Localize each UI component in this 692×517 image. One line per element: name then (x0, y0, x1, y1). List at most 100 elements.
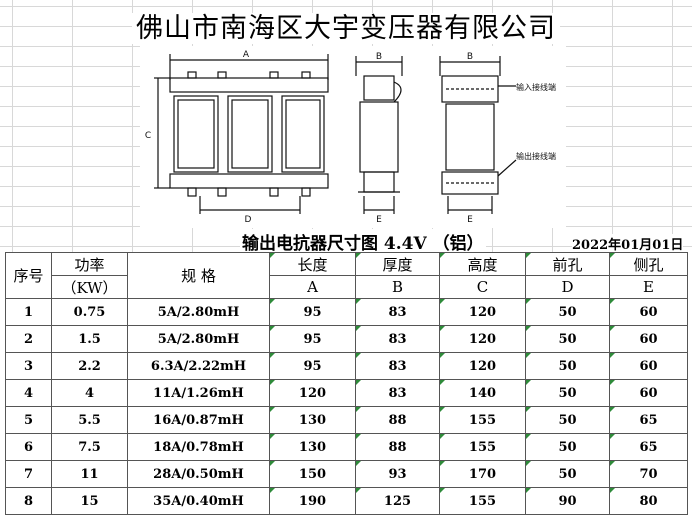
cell-thickness: 83 (355, 325, 440, 353)
cell-side-hole: 60 (609, 298, 688, 326)
cell-length: 95 (269, 325, 356, 353)
header-power-unit: （KW） (51, 275, 128, 299)
cell-front-hole: 50 (525, 460, 610, 488)
reactor-drawing: A C D B E B E 输入接线端 输出接线端 (140, 46, 566, 228)
table-row: 5 5.5 16A/0.87mH 130 88 155 50 65 (5, 406, 688, 434)
header-thickness: 厚度 (355, 252, 440, 276)
cell-thickness: 88 (355, 433, 440, 461)
cell-length: 130 (269, 406, 356, 434)
reactor-dimension-diagram: A C D B E B E 输入接线端 输出接线端 (145, 50, 556, 225)
header-front-hole: 前孔 (525, 252, 610, 276)
cell-power: 4 (51, 379, 128, 407)
company-name: 佛山市南海区大宇变压器有限公司 (132, 13, 560, 44)
header-thickness-unit: B (355, 275, 440, 299)
dim-d-label: D (245, 215, 252, 225)
cell-index: 6 (5, 433, 52, 461)
header-front-hole-unit: D (525, 275, 610, 299)
table-title: 输出电抗器尺寸图 4.4V （铝） (240, 229, 486, 254)
cell-height: 155 (439, 406, 526, 434)
side-top-clamp (363, 75, 395, 101)
cell-index: 8 (5, 487, 52, 515)
side-bottom-clamp (363, 171, 395, 193)
header-length-unit: A (269, 275, 356, 299)
cell-side-hole: 65 (609, 406, 688, 434)
cell-power: 0.75 (51, 298, 128, 326)
dim-b-side-label: B (376, 52, 382, 62)
cell-power: 7.5 (51, 433, 128, 461)
top-bolt-2 (217, 71, 227, 79)
cell-height: 155 (439, 487, 526, 515)
cell-index: 7 (5, 460, 52, 488)
cell-power: 1.5 (51, 325, 128, 353)
cell-front-hole: 50 (525, 325, 610, 353)
dim-c-label: C (145, 131, 151, 141)
cell-height: 120 (439, 298, 526, 326)
table-row: 7 11 28A/0.50mH 150 93 170 50 70 (5, 460, 688, 488)
top-bolt-1 (187, 71, 197, 79)
coil-left-inner (177, 99, 215, 169)
cell-power: 2.2 (51, 352, 128, 380)
top-bolt-3 (269, 71, 279, 79)
cell-index: 2 (5, 325, 52, 353)
output-terminal-label: 输出接线端 (516, 151, 556, 161)
top-clamp (169, 77, 329, 93)
cell-spec: 5A/2.80mH (127, 325, 270, 353)
cell-length: 190 (269, 487, 356, 515)
cell-front-hole: 50 (525, 298, 610, 326)
cell-spec: 5A/2.80mH (127, 298, 270, 326)
cell-front-hole: 50 (525, 433, 610, 461)
bottom-bolt-4 (301, 187, 311, 197)
cell-index: 4 (5, 379, 52, 407)
cell-side-hole: 60 (609, 352, 688, 380)
cell-power: 11 (51, 460, 128, 488)
cell-height: 140 (439, 379, 526, 407)
header-side-hole-unit: E (609, 275, 688, 299)
table-row: 8 15 35A/0.40mH 190 125 155 90 80 (5, 487, 688, 515)
coil-middle (227, 95, 273, 173)
coil-middle-inner (231, 99, 269, 169)
cell-spec: 18A/0.78mH (127, 433, 270, 461)
cell-thickness: 93 (355, 460, 440, 488)
bottom-clamp (169, 173, 329, 189)
header-height: 高度 (439, 252, 526, 276)
reactor-spec-table: 序号 功率 规 格 长度 厚度 高度 前孔 侧孔 （KW） A B C D E … (5, 252, 688, 515)
table-row: 4 4 11A/1.26mH 120 83 140 50 60 (5, 379, 688, 407)
header-spec: 规 格 (127, 252, 270, 299)
cell-front-hole: 50 (525, 406, 610, 434)
cell-spec: 16A/0.87mH (127, 406, 270, 434)
dim-a-label: A (243, 50, 250, 60)
header-index: 序号 (5, 252, 52, 299)
cell-front-hole: 90 (525, 487, 610, 515)
header-height-unit: C (439, 275, 526, 299)
cell-spec: 28A/0.50mH (127, 460, 270, 488)
cell-spec: 35A/0.40mH (127, 487, 270, 515)
cell-side-hole: 60 (609, 325, 688, 353)
cell-thickness: 125 (355, 487, 440, 515)
cell-length: 95 (269, 352, 356, 380)
coil-right-inner (285, 99, 321, 169)
cell-height: 155 (439, 433, 526, 461)
cell-front-hole: 50 (525, 379, 610, 407)
table-row: 6 7.5 18A/0.78mH 130 88 155 50 65 (5, 433, 688, 461)
header-power: 功率 (51, 252, 128, 276)
header-row-1: 序号 功率 规 格 长度 厚度 高度 前孔 侧孔 (5, 252, 688, 299)
cell-thickness: 83 (355, 352, 440, 380)
bottom-bolt-2 (217, 187, 227, 197)
cell-length: 95 (269, 298, 356, 326)
cell-thickness: 88 (355, 406, 440, 434)
header-row-2: （KW） A B C D E (6, 275, 688, 299)
dim-e-side-label: E (376, 215, 382, 225)
cell-side-hole: 60 (609, 379, 688, 407)
cell-index: 1 (5, 298, 52, 326)
cell-length: 130 (269, 433, 356, 461)
cell-power: 15 (51, 487, 128, 515)
cell-height: 120 (439, 352, 526, 380)
coil-right (281, 95, 325, 173)
side-terminal-curve (393, 81, 402, 103)
terminal-block-top (441, 75, 499, 103)
side-coil (359, 101, 399, 173)
cell-side-hole: 80 (609, 487, 688, 515)
dim-e-front-label: E (467, 215, 473, 225)
table-row: 2 1.5 5A/2.80mH 95 83 120 50 60 (5, 325, 688, 353)
header-side-hole: 侧孔 (609, 252, 688, 276)
